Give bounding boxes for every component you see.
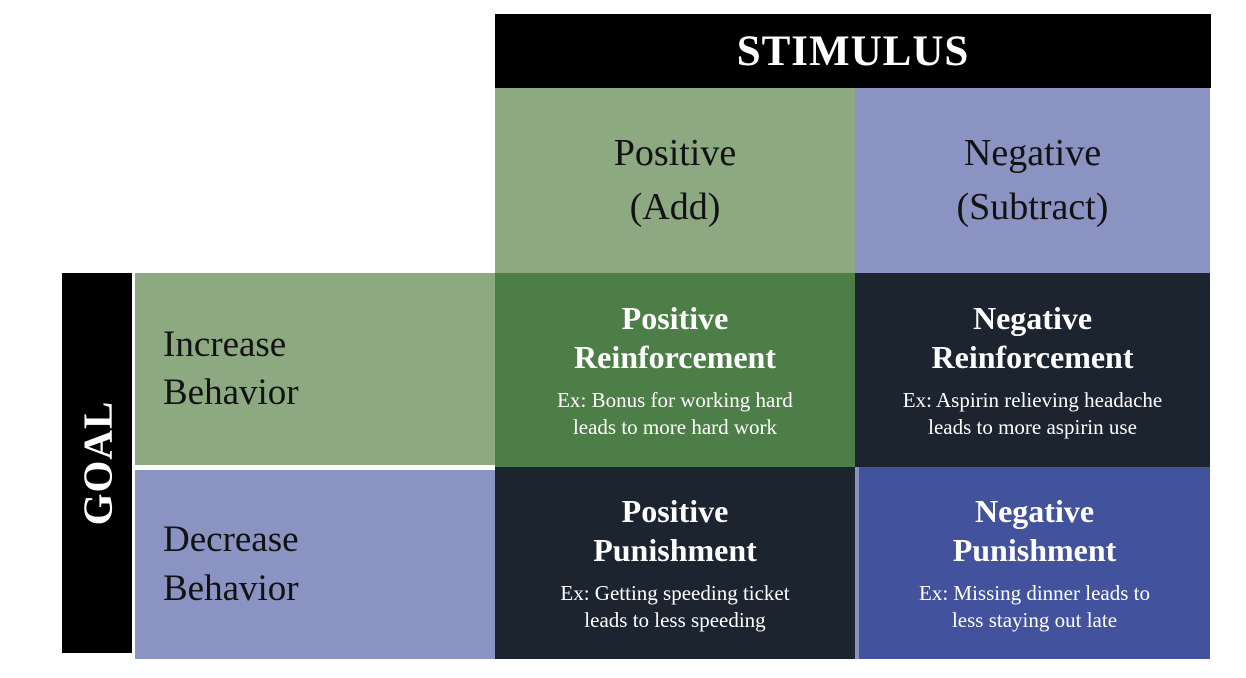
row-header-decrease-line1: Decrease <box>163 519 299 561</box>
cell-negative-reinforcement: Negative Reinforcement Ex: Aspirin relie… <box>855 273 1210 467</box>
cell-positive-reinforcement-title: Positive Reinforcement <box>574 299 776 377</box>
example-line2: leads to less speeding <box>584 608 766 633</box>
cell-positive-reinforcement-example: Ex: Bonus for working hard leads to more… <box>557 387 793 441</box>
example-line2: leads to more hard work <box>572 415 778 440</box>
row-header-decrease-line2: Behavior <box>163 567 299 609</box>
title-line1: Negative <box>972 300 1093 337</box>
cell-positive-reinforcement: Positive Reinforcement Ex: Bonus for wor… <box>495 273 855 467</box>
row-header-increase-line1: Increase <box>163 323 287 365</box>
cell-positive-punishment-example: Ex: Getting speeding ticket leads to les… <box>560 580 789 634</box>
example-line1: Ex: Getting speeding ticket <box>560 581 790 606</box>
example-line2: less staying out late <box>951 608 1118 633</box>
column-header-positive-add: Positive (Add) <box>495 88 855 273</box>
title-line1: Negative <box>974 493 1095 530</box>
stimulus-header-bar: STIMULUS <box>495 14 1211 88</box>
title-line1: Positive <box>621 493 729 530</box>
cell-positive-punishment-title: Positive Punishment <box>593 492 757 570</box>
title-line2: Reinforcement <box>931 339 1134 376</box>
title-line2: Punishment <box>952 532 1117 569</box>
title-line2: Reinforcement <box>574 339 776 376</box>
row-header-increase-line2: Behavior <box>163 372 299 413</box>
column-header-negative-subtract: Negative (Subtract) <box>855 88 1210 273</box>
row-header-decrease-behavior: Decrease Behavior <box>135 470 495 659</box>
goal-header-bar: GOAL <box>62 273 132 653</box>
title-line2: Punishment <box>593 532 757 569</box>
row-header-increase-behavior: Increase Behavior <box>135 273 495 465</box>
cell-negative-punishment: Negative Punishment Ex: Missing dinner l… <box>855 467 1210 659</box>
example-line1: Ex: Aspirin relieving headache <box>902 388 1163 413</box>
example-line1: Ex: Missing dinner leads to <box>919 581 1150 606</box>
example-line2: leads to more aspirin use <box>928 415 1137 440</box>
column-header-negative-line1: Negative <box>963 131 1102 174</box>
stimulus-title: STIMULUS <box>736 27 970 75</box>
cell-negative-punishment-example: Ex: Missing dinner leads to less staying… <box>919 580 1150 634</box>
cell-negative-reinforcement-title: Negative Reinforcement <box>932 299 1134 377</box>
title-line1: Positive <box>621 300 729 337</box>
cell-positive-punishment: Positive Punishment Ex: Getting speeding… <box>495 467 855 659</box>
cell-negative-punishment-title: Negative Punishment <box>953 492 1117 570</box>
column-header-negative-line2: (Subtract) <box>956 185 1109 228</box>
cell-negative-reinforcement-example: Ex: Aspirin relieving headache leads to … <box>903 387 1163 441</box>
goal-title: GOAL <box>74 400 120 526</box>
column-header-positive-line1: Positive <box>613 131 737 174</box>
column-header-positive-line2: (Add) <box>629 185 721 228</box>
example-line1: Ex: Bonus for working hard <box>557 388 793 413</box>
